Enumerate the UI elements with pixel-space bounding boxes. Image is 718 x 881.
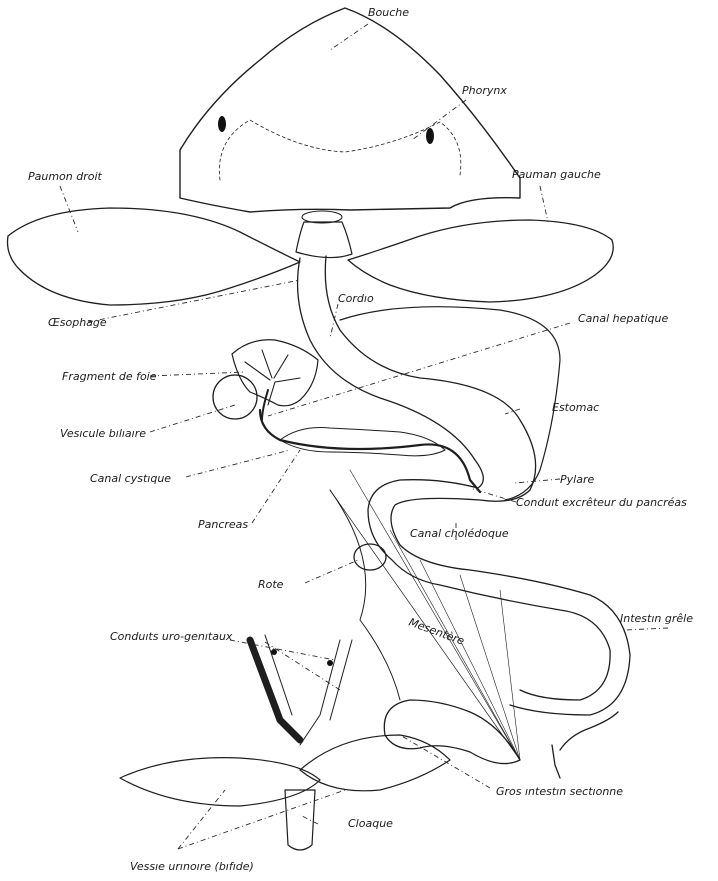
label-cloaque: Cloaque [348,817,393,830]
label-canal-cystique: Canal cystıque [90,472,171,485]
bile-ducts [260,390,480,492]
label-vesicule: Vesıcule bılıaıre [60,427,146,440]
label-cardia: Cordıo [338,292,374,305]
label-bouche: Bouche [368,6,409,19]
label-pylore: Pylare [560,473,594,486]
label-rate: Rote [258,578,284,591]
bouche-shape [180,8,520,212]
label-conduits-uro-genitaux: Conduıts uro-genıtaux [110,630,233,643]
label-mesentere: Mesentère [407,616,466,648]
label-oesophage: Œsophage [48,316,107,329]
label-poumon-droit: Paumon droit [28,170,103,183]
label-fragment-foie: Fragment de foie [62,370,157,383]
vesicule-shape [213,375,257,419]
label-vessie: Vessıe urınoıre (bıfıde) [130,860,254,873]
label-conduit-excreteur: Conduıt excrêteur du pancréas [516,496,687,509]
label-estomac: Estomac [552,401,599,414]
pancreas-shape [280,428,445,456]
poumon-gauche-shape [348,220,613,302]
gros-intestin-shape [384,700,520,764]
rate-shape [354,544,386,570]
label-pancreas: Pancreas [198,518,248,531]
label-canal-choledoque: Canal cholédoque [410,527,509,540]
label-gros-intestin: Gros ıntestın sectıonne [496,785,623,798]
label-canal-hepatique: Canal hepatique [578,312,668,325]
label-intestin-grele: Intestın grêle [620,612,693,625]
pharynx-neck [296,211,352,258]
foie-fragment [232,340,318,406]
label-pharynx: Phorynx [462,84,507,97]
artist-signature [552,712,618,778]
mesentere-fan [330,470,520,760]
leader-lines [60,24,668,849]
label-poumon-gauche: Pauman gauche [512,168,601,181]
uro-genital-ducts [250,635,352,745]
poumon-droit-shape [8,208,301,305]
